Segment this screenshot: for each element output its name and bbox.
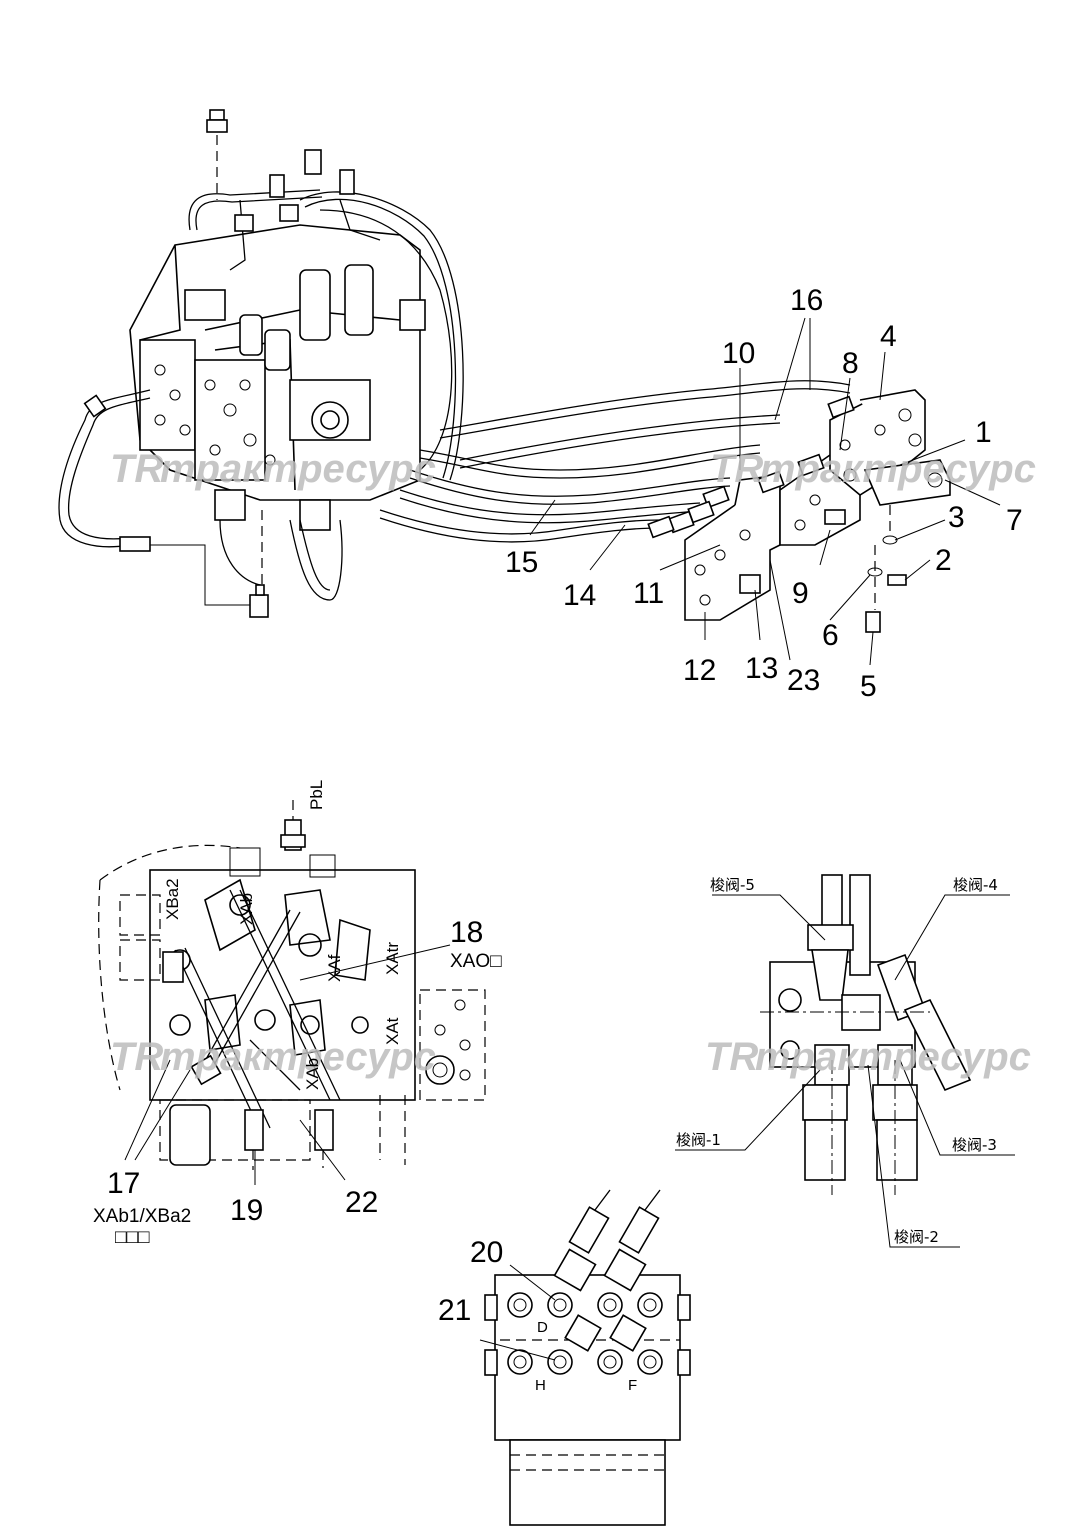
block-ports xyxy=(507,1292,663,1375)
block-letter-h: H xyxy=(535,1377,546,1394)
shuttle-label-2: 梭阀-2 xyxy=(894,1228,939,1246)
block-letters: D H F xyxy=(535,1319,637,1394)
port-labels: PbL XBa2 XAb XAtr XAt XAf XAb xyxy=(163,780,402,1090)
label-xab-xba: XAb1/XBa2 xyxy=(93,1206,191,1227)
callout-3: 3 xyxy=(948,501,965,534)
watermarks: TR трактресурс TR трактресурс TR трактре… xyxy=(110,447,1036,1079)
hose-bundle xyxy=(219,380,851,601)
top-hoses xyxy=(188,149,464,481)
callout-11: 11 xyxy=(633,577,664,610)
port-label-xaf: XAf xyxy=(325,954,344,982)
port-label-xatr: XAtr xyxy=(383,942,402,975)
watermark-text: трактресурс xyxy=(160,447,436,491)
top-fitting xyxy=(206,109,228,200)
port-label-pbl: PbL xyxy=(307,780,326,810)
watermark-text: трактресурс xyxy=(760,447,1036,491)
callout-4: 4 xyxy=(880,320,897,353)
top-assembly-view xyxy=(58,109,1001,666)
watermark-text: трактресурс xyxy=(160,1035,436,1079)
callout-10: 10 xyxy=(722,337,755,370)
port-label-xab: XAb xyxy=(237,893,256,925)
watermark-logo: TR xyxy=(705,1035,758,1079)
callout-22: 22 xyxy=(345,1186,378,1219)
port-label-xab-lower: XAb xyxy=(303,1058,322,1090)
port-block-view xyxy=(479,1189,691,1526)
block-letter-d: D xyxy=(537,1319,548,1336)
shuttle-label-4: 梭阀-4 xyxy=(953,876,998,894)
watermark-logo: TR xyxy=(710,447,763,491)
callout-5: 5 xyxy=(860,670,877,703)
callout-20: 20 xyxy=(470,1236,503,1269)
shuttle-label-3: 梭阀-3 xyxy=(952,1136,997,1154)
bracket-assembly xyxy=(647,389,951,633)
callout-9: 9 xyxy=(792,577,809,610)
callout-18: 18 xyxy=(450,916,483,949)
watermark-text: трактресурс xyxy=(755,1035,1031,1079)
callout-6: 6 xyxy=(822,619,839,652)
label-boxes: □□□ xyxy=(115,1227,150,1248)
callout-14: 14 xyxy=(563,579,596,612)
block-hoses xyxy=(553,1189,661,1352)
callout-19: 19 xyxy=(230,1194,263,1227)
callout-2: 2 xyxy=(935,544,952,577)
callout-labels: 16 4 10 8 1 3 7 2 15 14 11 9 6 12 13 23 … xyxy=(93,284,1023,1327)
valve-port-view xyxy=(98,800,486,1185)
callout-15: 15 xyxy=(505,546,538,579)
callout-13: 13 xyxy=(745,652,778,685)
callout-12: 12 xyxy=(683,654,716,687)
shuttle-labels: 梭阀-5 梭阀-4 梭阀-1 梭阀-3 梭阀-2 xyxy=(676,876,998,1246)
watermark-logo: TR xyxy=(110,447,163,491)
label-xao: XAO□ xyxy=(450,951,502,972)
block-letter-f: F xyxy=(628,1377,637,1394)
callout-16: 16 xyxy=(790,284,823,317)
callout-17: 17 xyxy=(107,1167,140,1200)
callout-8: 8 xyxy=(842,347,859,380)
port-label-xat: XAt xyxy=(383,1017,402,1045)
watermark-logo: TR xyxy=(110,1035,163,1079)
port-hoses xyxy=(162,889,406,1170)
pbl-fitting xyxy=(280,800,306,851)
shuttle-label-5: 梭阀-5 xyxy=(710,876,755,894)
spool-sections xyxy=(169,878,471,1085)
port-label-xba2: XBa2 xyxy=(163,878,182,920)
callout-21: 21 xyxy=(438,1294,471,1327)
control-valve-block xyxy=(129,224,426,531)
left-loop-hose xyxy=(58,389,269,618)
shuttle-valve-view xyxy=(675,874,1015,1248)
callout-7: 7 xyxy=(1006,504,1023,537)
callout-1: 1 xyxy=(975,416,992,449)
callout-23: 23 xyxy=(787,664,820,697)
shuttle-label-1: 梭阀-1 xyxy=(676,1131,721,1149)
top-leaders xyxy=(529,317,1001,666)
